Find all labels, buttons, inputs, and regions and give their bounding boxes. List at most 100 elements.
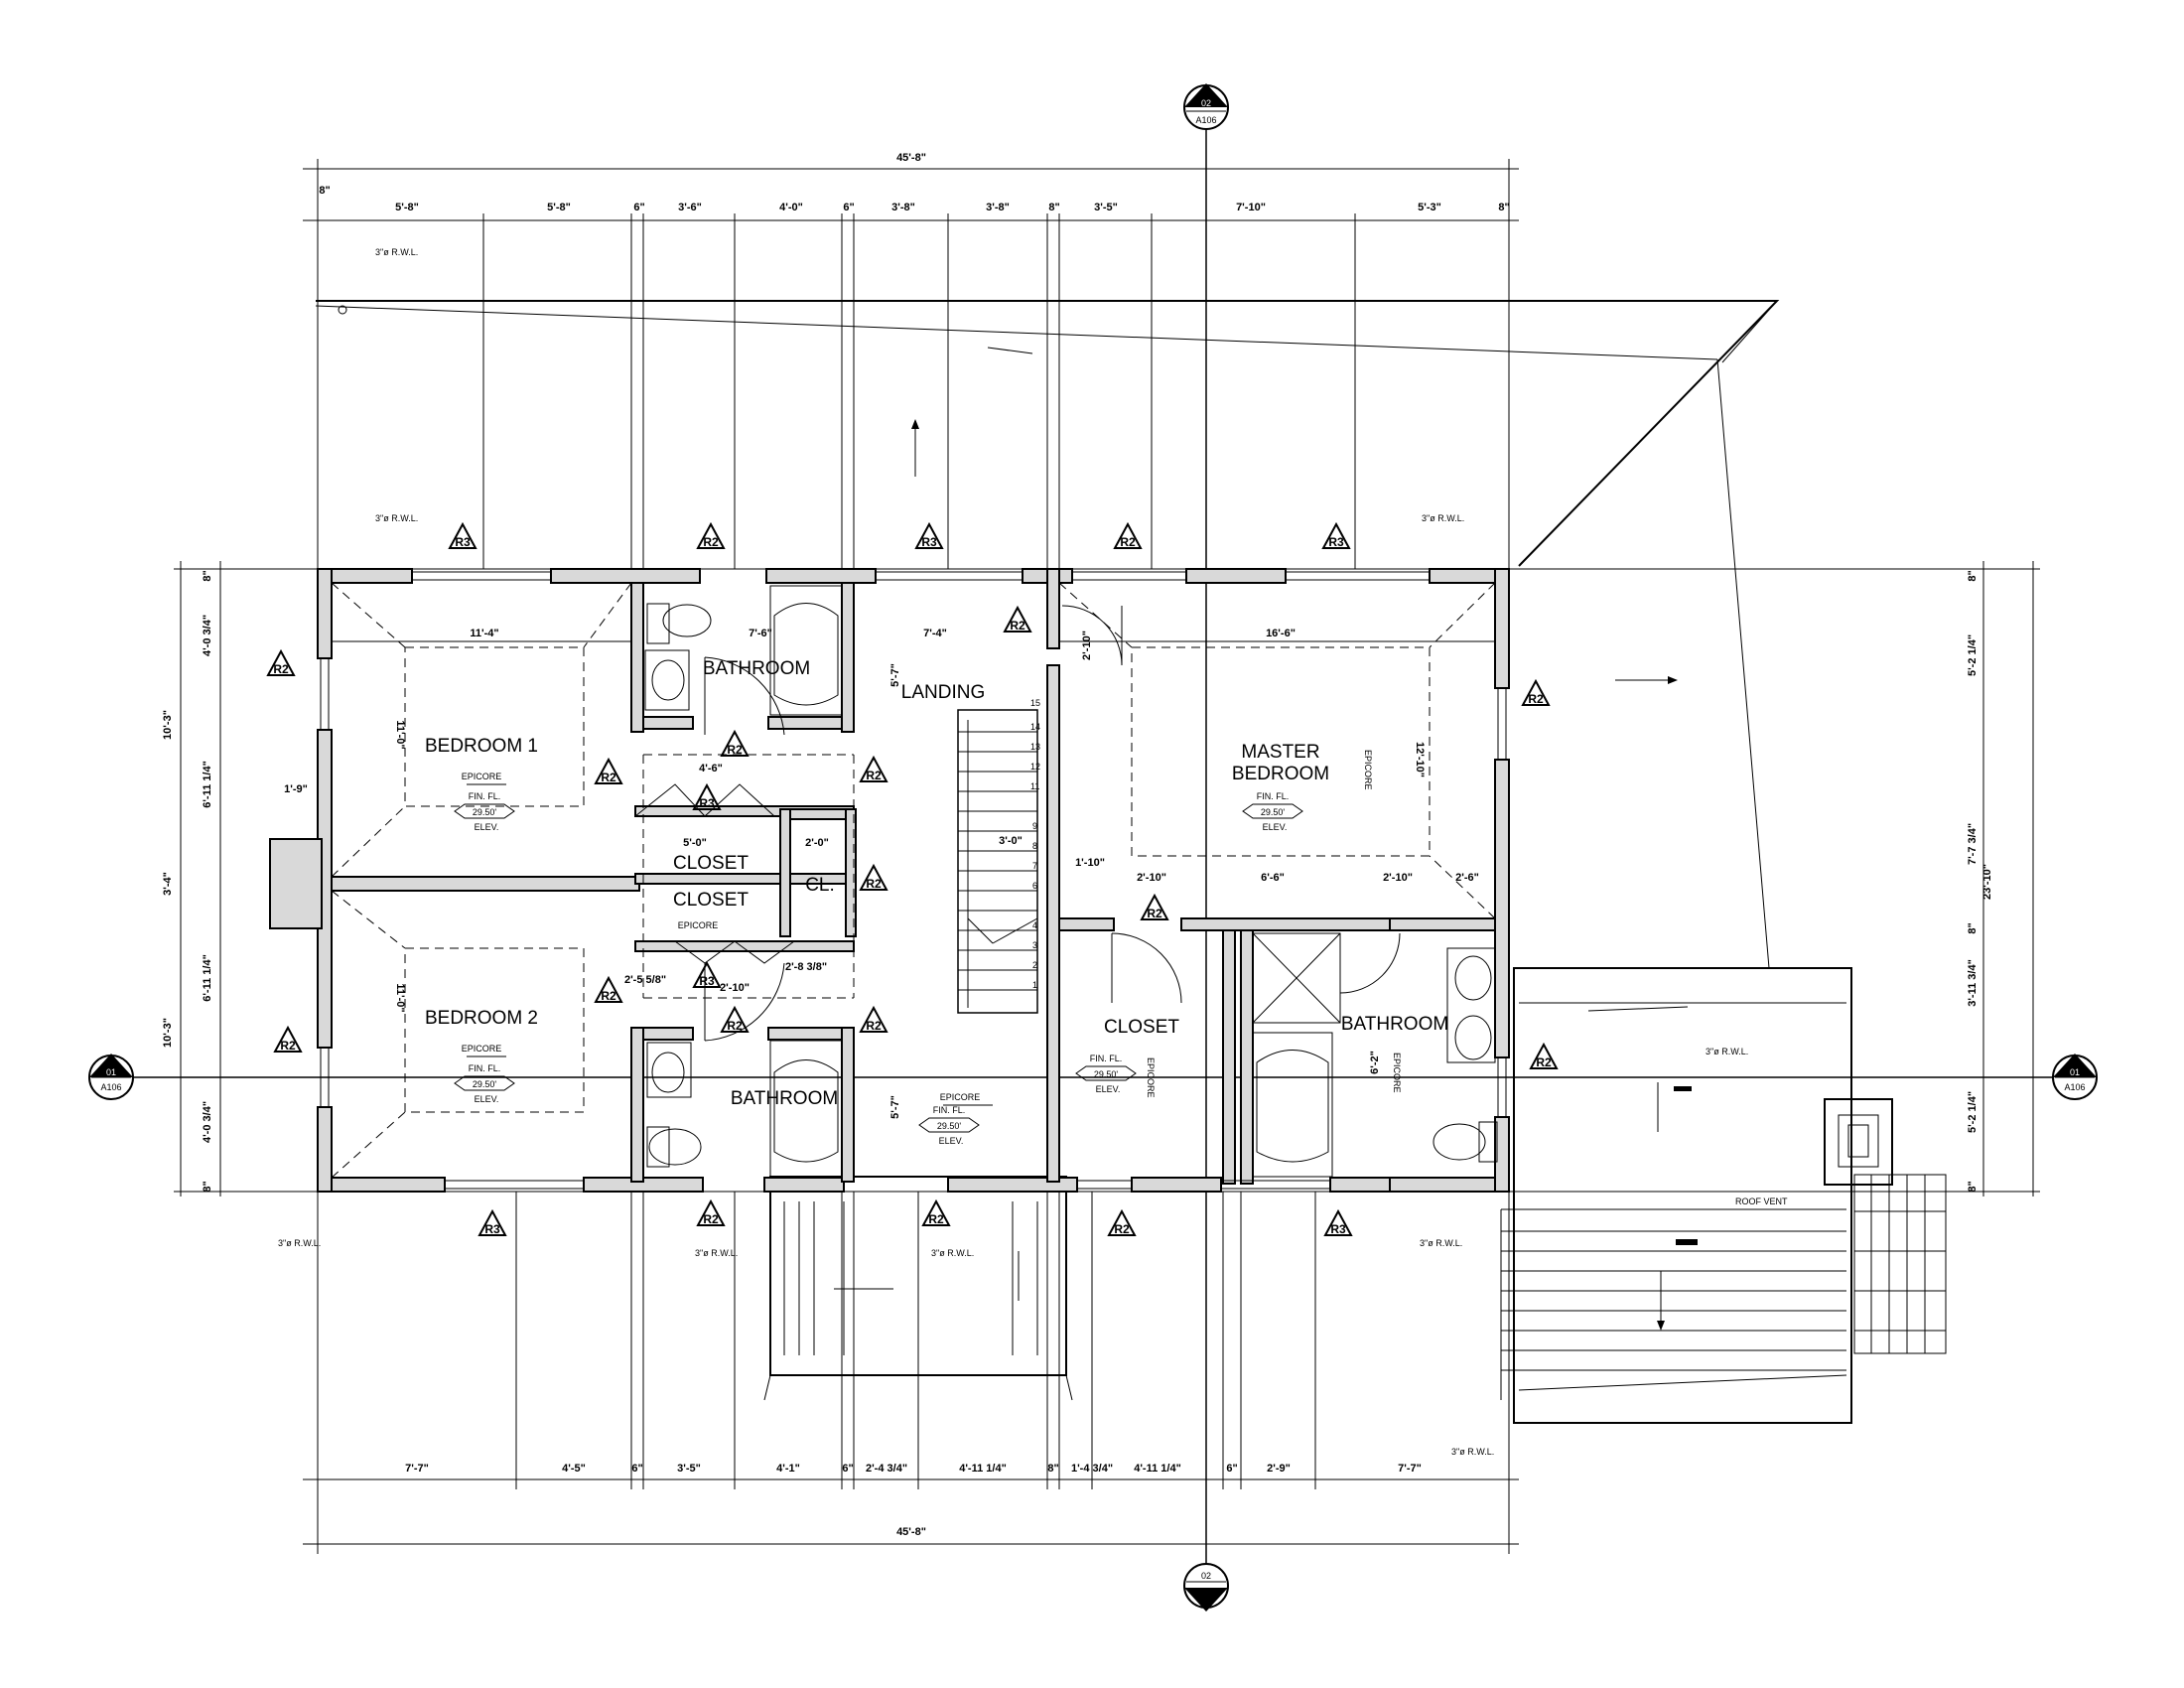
svg-text:R2: R2 bbox=[727, 1019, 743, 1033]
svg-text:R2: R2 bbox=[280, 1039, 296, 1053]
svg-text:6'-2": 6'-2" bbox=[1369, 1051, 1381, 1074]
room-label-closet: CLOSET bbox=[673, 890, 749, 911]
rev-tag: R2 bbox=[266, 648, 296, 676]
section-sheet: A106 bbox=[1195, 1588, 1216, 1598]
svg-text:1'-4 3/4": 1'-4 3/4" bbox=[1071, 1463, 1113, 1475]
rwl-label: 3"ø R.W.L. bbox=[375, 247, 418, 257]
section-num: 01 bbox=[2070, 1067, 2080, 1077]
rev-tag: R2 bbox=[720, 729, 750, 757]
rev-tag: R3 bbox=[1323, 1208, 1353, 1236]
svg-text:8": 8" bbox=[319, 185, 330, 197]
section-marker-top: 02 A106 bbox=[1183, 83, 1229, 130]
svg-text:16'-6": 16'-6" bbox=[1266, 628, 1296, 639]
svg-text:ELEV.: ELEV. bbox=[1263, 822, 1288, 832]
svg-text:EPICORE: EPICORE bbox=[1363, 750, 1373, 790]
rev-tag: R2 bbox=[1140, 893, 1169, 920]
rev-tag: R3 bbox=[448, 521, 478, 549]
room-label-bathroom: BATHROOM bbox=[703, 658, 810, 679]
svg-text:2'-4 3/4": 2'-4 3/4" bbox=[866, 1463, 907, 1475]
left-dim-chain: 8" 4'-0 3/4" 6'-11 1/4" 3'-4" 6'-11 1/4"… bbox=[162, 570, 213, 1192]
svg-text:7'-7 3/4": 7'-7 3/4" bbox=[1967, 823, 1979, 865]
svg-text:2'-10": 2'-10" bbox=[1081, 631, 1093, 660]
svg-text:29.50': 29.50' bbox=[473, 1079, 497, 1089]
svg-text:2'-0": 2'-0" bbox=[805, 837, 829, 849]
ceiling-outlines bbox=[331, 582, 1496, 1179]
rev-tag: R2 bbox=[720, 1005, 750, 1033]
room-label-bathroom: BATHROOM bbox=[731, 1088, 838, 1109]
svg-text:7'-4": 7'-4" bbox=[923, 628, 947, 639]
rwl-label: 3"ø R.W.L. bbox=[931, 1248, 974, 1258]
svg-text:R2: R2 bbox=[1528, 692, 1544, 706]
svg-text:6'-6": 6'-6" bbox=[1261, 872, 1285, 884]
svg-text:EPICORE: EPICORE bbox=[940, 1092, 981, 1102]
svg-text:R2: R2 bbox=[866, 769, 882, 782]
grid-lines bbox=[119, 109, 2085, 1609]
dim-overall-right: 23'-10" bbox=[1981, 864, 1993, 900]
svg-text:8": 8" bbox=[202, 570, 213, 581]
svg-text:R2: R2 bbox=[601, 989, 616, 1003]
rwl-label: 3"ø R.W.L. bbox=[375, 513, 418, 523]
epicore-note: EPICORE bbox=[678, 920, 719, 930]
svg-text:R3: R3 bbox=[484, 1222, 500, 1236]
svg-text:8": 8" bbox=[1498, 202, 1509, 213]
dimension-lines bbox=[174, 159, 2040, 1554]
svg-text:5'-7": 5'-7" bbox=[889, 663, 901, 687]
chimney bbox=[1824, 1098, 1893, 1186]
svg-text:3'-4": 3'-4" bbox=[162, 872, 174, 896]
section-num: 02 bbox=[1201, 98, 1211, 108]
rwl-label: 3"ø R.W.L. bbox=[1422, 513, 1464, 523]
svg-text:EPICORE: EPICORE bbox=[462, 1044, 502, 1054]
stair-num: 4 bbox=[1032, 920, 1037, 930]
svg-text:7'-7": 7'-7" bbox=[405, 1463, 429, 1475]
slope-arrows bbox=[834, 347, 1698, 1331]
svg-text:ELEV.: ELEV. bbox=[1096, 1084, 1121, 1094]
rwl-label: 3"ø R.W.L. bbox=[695, 1248, 738, 1258]
svg-text:R3: R3 bbox=[699, 974, 715, 988]
svg-text:2'-10": 2'-10" bbox=[720, 982, 750, 994]
svg-text:5'-3": 5'-3" bbox=[1418, 202, 1441, 213]
rwl-label: 3"ø R.W.L. bbox=[1451, 1447, 1494, 1457]
svg-text:R2: R2 bbox=[601, 771, 616, 784]
floor-elev-tag: FIN. FL. 29.50' ELEV. EPICORE bbox=[1075, 1054, 1156, 1098]
interior-dims: 11'-4" 11'-0" 11'-0" 7'-6" 7'-4" 16'-6" … bbox=[284, 628, 1495, 1119]
svg-text:11'-4": 11'-4" bbox=[470, 628, 498, 639]
svg-text:R2: R2 bbox=[1147, 907, 1162, 920]
rev-tag: R2 bbox=[1521, 678, 1551, 706]
svg-text:8": 8" bbox=[1048, 202, 1059, 213]
room-label-cl: CL. bbox=[805, 875, 835, 896]
svg-text:ELEV.: ELEV. bbox=[475, 822, 499, 832]
svg-text:11'-0": 11'-0" bbox=[394, 720, 406, 749]
svg-text:R2: R2 bbox=[1536, 1055, 1552, 1069]
rwl-label: 3"ø R.W.L. bbox=[1420, 1238, 1462, 1248]
section-sheet: A106 bbox=[100, 1082, 121, 1092]
svg-text:ELEV.: ELEV. bbox=[475, 1094, 499, 1104]
svg-text:R2: R2 bbox=[866, 1019, 882, 1033]
svg-text:7'-10": 7'-10" bbox=[1236, 202, 1266, 213]
svg-text:5'-2 1/4": 5'-2 1/4" bbox=[1967, 634, 1979, 676]
svg-text:4'-0 3/4": 4'-0 3/4" bbox=[202, 615, 213, 656]
rwl-label: 3"ø R.W.L. bbox=[278, 1238, 321, 1248]
rev-tag: R2 bbox=[594, 757, 623, 784]
floor-elev-tag: FIN. FL. 29.50' ELEV. EPICORE bbox=[1242, 750, 1373, 832]
top-dim-chain: 8" 5'-8" 5'-8" 6" 3'-6" 4'-0" 6" 3'-8" 3… bbox=[319, 185, 1509, 213]
roof-outline bbox=[315, 300, 1947, 1424]
rev-tag: R2 bbox=[1113, 521, 1143, 549]
svg-text:6": 6" bbox=[1226, 1463, 1237, 1475]
epicore-note: EPICORE bbox=[1392, 1053, 1402, 1093]
room-label-closet: CLOSET bbox=[673, 853, 749, 874]
svg-text:6'-11 1/4": 6'-11 1/4" bbox=[202, 954, 213, 1002]
rev-tag: R3 bbox=[692, 782, 722, 810]
svg-text:R2: R2 bbox=[866, 877, 882, 891]
svg-text:FIN. FL.: FIN. FL. bbox=[933, 1105, 966, 1115]
svg-text:R3: R3 bbox=[455, 535, 471, 549]
svg-text:7'-7": 7'-7" bbox=[1398, 1463, 1422, 1475]
svg-text:7'-6": 7'-6" bbox=[749, 628, 772, 639]
room-labels: BEDROOM 1 BEDROOM 2 BATHROOM BATHROOM BA… bbox=[425, 658, 1448, 1109]
section-num: 01 bbox=[106, 1067, 116, 1077]
svg-text:R2: R2 bbox=[1010, 619, 1025, 633]
section-marker-bottom: 02 A106 bbox=[1183, 1563, 1229, 1612]
svg-text:2'-6": 2'-6" bbox=[1455, 872, 1479, 884]
doors bbox=[634, 605, 1401, 1042]
svg-text:2'-5 5/8": 2'-5 5/8" bbox=[624, 974, 666, 986]
svg-text:4'-5": 4'-5" bbox=[562, 1463, 586, 1475]
